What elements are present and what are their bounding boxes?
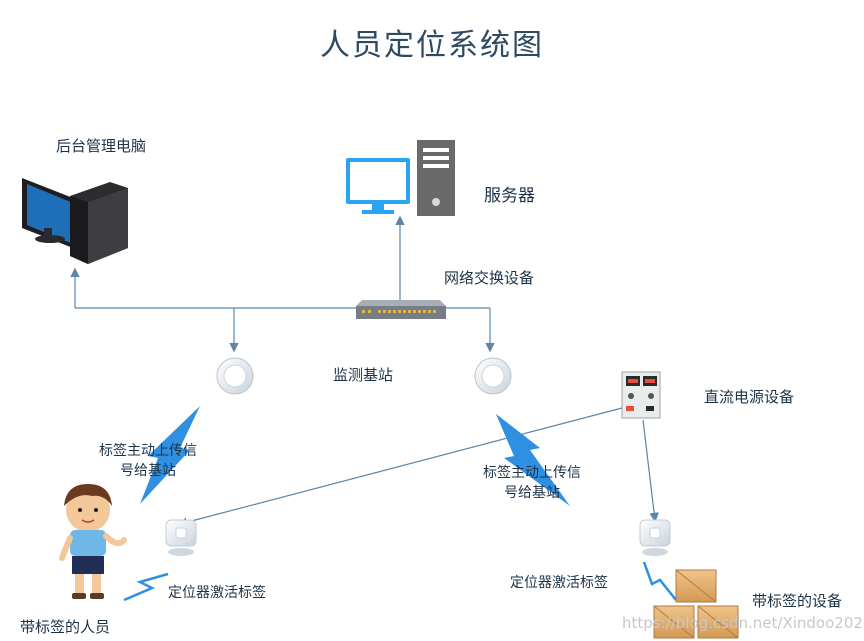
tag-upload-right-label: 标签主动上传信 号给基站 (472, 463, 592, 503)
zigzag-right-icon (642, 561, 677, 601)
network-switch-icon (356, 300, 446, 319)
base-station-left-icon (216, 357, 254, 395)
watermark: https://blog.csdn.net/Xindoo2020 (622, 614, 864, 632)
zigzag-left-icon (123, 572, 169, 602)
base-station-label: 监测基站 (333, 366, 394, 384)
server-label: 服务器 (484, 186, 535, 206)
admin-pc-icon (22, 178, 128, 264)
tag-upload-left-line1: 标签主动上传信 (99, 443, 197, 459)
diagram-title: 人员定位系统图 (320, 28, 544, 63)
lightning-bolt-right-icon (496, 414, 570, 506)
locator-left-label: 定位器激活标签 (168, 585, 266, 601)
dc-power-supply-icon (621, 371, 661, 419)
admin-pc-label: 后台管理电脑 (56, 137, 147, 155)
crates-icon (653, 569, 739, 639)
tag-upload-right-line2: 号给基站 (504, 485, 560, 501)
dc-power-label: 直流电源设备 (704, 388, 795, 406)
locator-left-icon (165, 519, 197, 556)
tag-upload-right-line1: 标签主动上传信 (483, 465, 581, 481)
person-icon (59, 484, 127, 599)
server-monitor-icon (346, 158, 410, 214)
server-tower-icon (417, 140, 455, 216)
tag-upload-left-label: 标签主动上传信 号给基站 (88, 441, 208, 481)
equipment-label: 带标签的设备 (752, 592, 843, 610)
lightning-bolt-left-icon (140, 406, 200, 504)
power-to-locator-left-line (177, 407, 623, 527)
power-to-locator-right-line (642, 419, 659, 523)
switch-label: 网络交换设备 (444, 269, 535, 287)
locator-right-icon (639, 519, 671, 556)
person-label: 带标签的人员 (20, 618, 111, 636)
tag-upload-left-line2: 号给基站 (120, 463, 176, 479)
locator-right-label: 定位器激活标签 (510, 575, 608, 591)
base-station-right-icon (474, 357, 512, 395)
